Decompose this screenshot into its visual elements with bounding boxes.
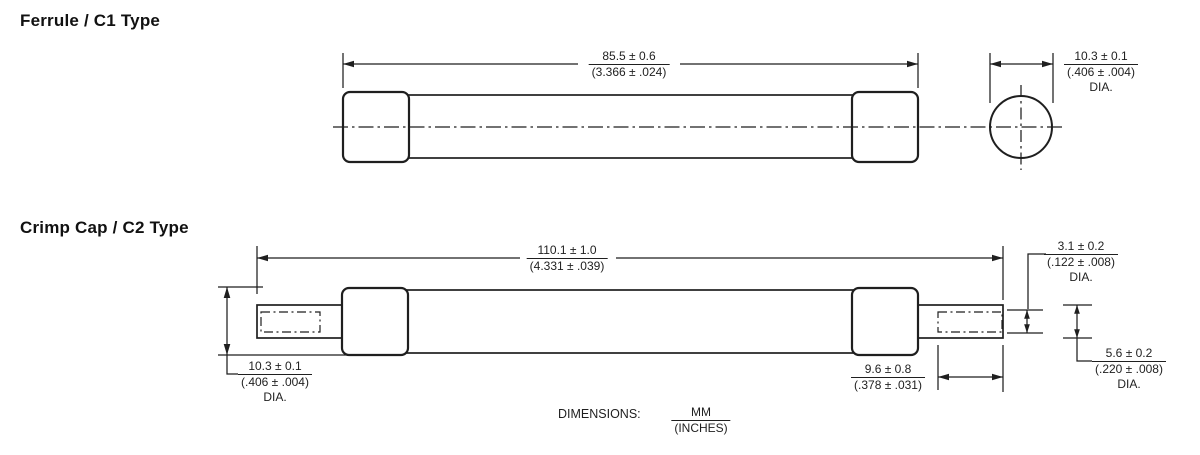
- c2-terminal-diameter-label: 5.6 ± 0.2 (.220 ± .008) DIA.: [1092, 346, 1166, 392]
- fraction-bar: [1092, 361, 1166, 362]
- c2-terminal-left: [256, 304, 346, 339]
- c2-terminal-diameter-dimension: [1063, 304, 1092, 362]
- c1-dia-inches: (.406 ± .004): [1067, 65, 1135, 79]
- c1-length-inches: (3.366 ± .024): [591, 65, 667, 79]
- c2-crimpdia-leader: [1027, 253, 1046, 309]
- dimensions-units-fraction: MM (INCHES): [671, 405, 731, 436]
- fraction-bar: [1044, 254, 1118, 255]
- c2-terminal-length-label: 9.6 ± 0.8 (.378 ± .031): [851, 362, 925, 393]
- c1-length-mm: 85.5 ± 0.6: [602, 49, 656, 63]
- c2-length-mm: 110.1 ± 1.0: [537, 243, 597, 257]
- c2-crimp-diameter-dimension: [1007, 253, 1046, 334]
- c2-cap-diameter-dimension: [218, 286, 348, 375]
- c2-capdia-inches: (.406 ± .004): [241, 375, 309, 389]
- c2-cap-left: [340, 286, 410, 357]
- c2-capdia-leader: [226, 355, 238, 375]
- fraction-bar: [851, 377, 925, 378]
- c1-length-label: 85.5 ± 0.6 (3.366 ± .024): [588, 49, 670, 80]
- units-inches: (INCHES): [674, 421, 728, 435]
- fraction-bar: [671, 420, 731, 421]
- fraction-bar: [526, 258, 608, 259]
- c2-crimpdia-mm: 3.1 ± 0.2: [1057, 239, 1105, 253]
- c2-crimp-zone-left: [260, 311, 321, 333]
- c2-termdia-leader: [1076, 338, 1092, 362]
- c2-crimpdia-inches: (.122 ± .008): [1047, 255, 1115, 269]
- c1-dia-mm: 10.3 ± 0.1: [1074, 49, 1128, 63]
- c2-capdia-suffix: DIA.: [263, 390, 287, 404]
- c2-termdia-mm: 5.6 ± 0.2: [1105, 346, 1153, 360]
- c2-terminal-length-dimension: [937, 345, 1004, 392]
- c1-section-title: Ferrule / C1 Type: [20, 11, 161, 30]
- c2-length-dimension: [256, 246, 1004, 300]
- fraction-bar: [588, 64, 670, 65]
- c1-diameter-label: 10.3 ± 0.1 (.406 ± .004) DIA.: [1064, 49, 1138, 95]
- c2-capdia-mm: 10.3 ± 0.1: [248, 359, 302, 373]
- c2-crimpdia-suffix: DIA.: [1069, 270, 1093, 284]
- c2-termlen-mm: 9.6 ± 0.8: [864, 362, 912, 376]
- fraction-bar: [238, 374, 312, 375]
- c2-termdia-suffix: DIA.: [1117, 377, 1141, 391]
- dimensions-note-label: DIMENSIONS:: [558, 407, 641, 421]
- c1-diameter-dimension: [989, 53, 1054, 103]
- c2-tube: [399, 289, 856, 354]
- c2-crimp-zone-right: [937, 311, 1003, 333]
- c1-dia-suffix: DIA.: [1089, 80, 1113, 94]
- c2-crimp-diameter-label: 3.1 ± 0.2 (.122 ± .008) DIA.: [1044, 239, 1118, 285]
- c2-termlen-inches: (.378 ± .031): [854, 378, 922, 392]
- c1-length-dimension: [342, 53, 919, 88]
- c2-length-inches: (4.331 ± .039): [529, 259, 605, 273]
- c2-section-title: Crimp Cap / C2 Type: [20, 218, 189, 237]
- c2-termdia-inches: (.220 ± .008): [1095, 362, 1163, 376]
- units-mm: MM: [691, 405, 711, 419]
- c2-fuse-body: [256, 286, 1004, 357]
- c2-length-label: 110.1 ± 1.0 (4.331 ± .039): [526, 243, 608, 274]
- c2-cap-diameter-label: 10.3 ± 0.1 (.406 ± .004) DIA.: [238, 359, 312, 405]
- c2-terminal-right: [917, 304, 1004, 339]
- c2-cap-right: [850, 286, 920, 357]
- fraction-bar: [1064, 64, 1138, 65]
- c1-end-view: [989, 85, 1053, 170]
